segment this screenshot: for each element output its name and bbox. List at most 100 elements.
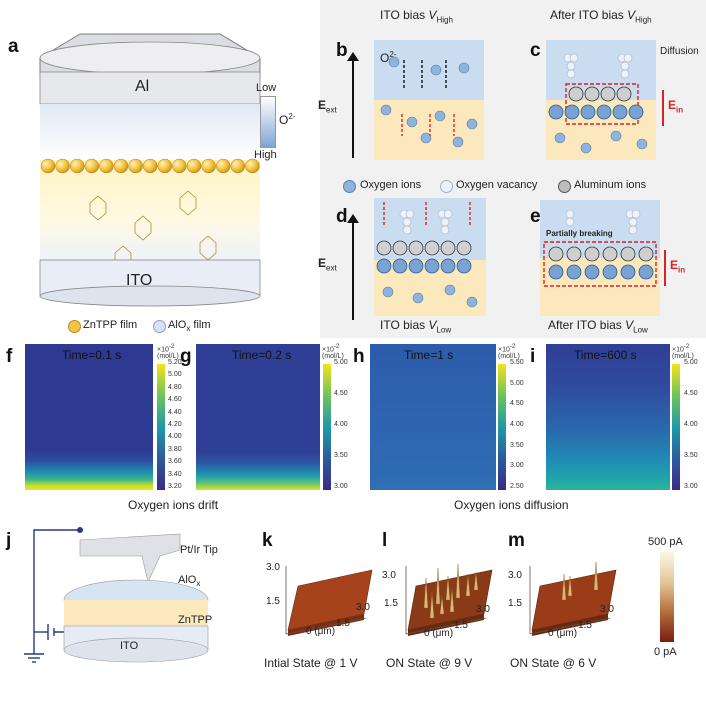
- field-arrowhead-b: [347, 52, 359, 61]
- m-axis-zero: 0 (μm): [548, 628, 578, 639]
- panel-label-m: m: [508, 530, 525, 551]
- znptt-molecule-ball: [201, 158, 216, 174]
- scale-low-label: Low: [256, 82, 277, 94]
- colorbar-tick-h: 2.50: [510, 483, 524, 490]
- diffusion-annotation: Diffusion: [660, 46, 699, 57]
- sim-title-h: Time=1 s: [404, 348, 454, 362]
- sim-title-g: Time=0.2 s: [232, 348, 292, 362]
- colorbar-tick-f: 4.00: [168, 433, 182, 441]
- caption-oxygen-diffusion: Oxygen ions diffusion: [454, 498, 569, 512]
- colorbar-tick-g: 5.00: [334, 359, 348, 366]
- field-arrow-d: [352, 220, 354, 320]
- sim-title-f: Time=0.1 s: [62, 348, 122, 362]
- panel-label-i: i: [530, 346, 536, 367]
- ion-drift-diagram-b: [374, 40, 484, 160]
- k-axis-x-mid: 1.5: [336, 618, 350, 629]
- ion-label-b: O2-: [380, 50, 397, 65]
- m-axis-x-mid: 1.5: [578, 620, 592, 631]
- colorbar-tick-h: 3.50: [510, 441, 524, 449]
- colorbar-ticks-i: 5.00 4.50 4.00 3.50 3.00: [684, 359, 706, 490]
- colorbar-tick-f: 3.20: [168, 483, 182, 490]
- colorbar-tick-f: 5.20: [168, 359, 182, 366]
- colorbar-i: [672, 364, 680, 490]
- device-stack-illustration: [39, 33, 261, 307]
- znptt-molecule-ball: [55, 158, 70, 174]
- afm-map-l: [405, 563, 493, 636]
- alox-legend-label: AlOx film: [168, 319, 211, 334]
- colorbar-h: [498, 364, 506, 490]
- k-axis-zero: 0 (μm): [306, 626, 336, 637]
- aluminum-ions-label: Aluminum ions: [574, 179, 647, 191]
- colorbar-tick-i: 4.50: [684, 390, 698, 397]
- panel-b-title: ITO bias VHigh: [380, 8, 453, 25]
- oxygen-vacancy-swatch: [440, 180, 453, 193]
- current-scale-max: 500 pA: [648, 536, 683, 548]
- alox-legend-swatch: [153, 320, 166, 333]
- colorbar-tick-g: 3.00: [334, 483, 348, 490]
- m-axis-x-end: 3.0: [600, 604, 614, 615]
- colorbar-tick-i: 5.00: [684, 359, 698, 366]
- znptt-molecule-ball: [113, 158, 129, 174]
- panel-e-title: After ITO bias VLow: [548, 318, 648, 335]
- colorbar-tick-g: 3.50: [334, 452, 348, 459]
- oxygen-ions-swatch: [343, 180, 356, 193]
- panel-label-k: k: [262, 530, 273, 551]
- colorbar-tick-i: 3.00: [684, 483, 698, 490]
- internal-field-arrow-e: [664, 250, 666, 286]
- sim-heatmap-h: [370, 344, 496, 490]
- caption-oxygen-drift: Oxygen ions drift: [128, 498, 219, 512]
- sim-title-i: Time=600 s: [574, 348, 637, 362]
- colorbar-tick-h: 5.00: [510, 379, 524, 387]
- l-axis-x-mid: 1.5: [454, 620, 468, 631]
- colorbar-tick-i: 4.00: [684, 421, 698, 428]
- oxygen-concentration-scale: [260, 96, 276, 148]
- colorbar-tick-h: 4.50: [510, 400, 524, 408]
- panel-c-title: After ITO bias VHigh: [550, 8, 652, 25]
- partial-breaking-diagram-e: [540, 200, 660, 316]
- colorbar-tick-f: 5.00: [168, 371, 182, 379]
- l-axis-zero: 0 (μm): [424, 628, 454, 639]
- panel-d-title: ITO bias VLow: [380, 318, 452, 335]
- colorbar-tick-f: 3.40: [168, 470, 182, 478]
- field-arrow-b: [352, 58, 354, 158]
- oxygen-ions-label: Oxygen ions: [360, 179, 422, 191]
- znptt-molecule-ball: [128, 158, 143, 174]
- panel-label-b: b: [336, 40, 348, 61]
- colorbar-unit-h: ×10-2(mol/L): [498, 344, 520, 361]
- caption-l: ON State @ 9 V: [386, 656, 473, 670]
- field-label-e: Ein: [670, 258, 686, 275]
- znptt-molecule-ball: [40, 158, 56, 174]
- znptt-molecule-ball: [99, 158, 114, 174]
- k-axis-mid: 1.5: [266, 596, 280, 607]
- colorbar-tick-g: 4.00: [334, 421, 348, 428]
- k-axis-top: 3.0: [266, 562, 280, 573]
- caption-m: ON State @ 6 V: [510, 656, 597, 670]
- colorbar-tick-f: 4.20: [168, 421, 182, 428]
- znptt-legend-swatch: [68, 320, 81, 333]
- colorbar-tick-f: 4.80: [168, 383, 182, 391]
- znptt-molecule-ball: [230, 158, 246, 174]
- colorbar-tick-i: 3.50: [684, 452, 698, 459]
- panel-label-a: a: [8, 36, 19, 57]
- panel-label-c: c: [530, 40, 541, 61]
- ito-label-j: ITO: [120, 640, 139, 652]
- panel-label-l: l: [382, 530, 388, 551]
- caption-k: Intial State @ 1 V: [264, 656, 358, 670]
- sim-heatmap-f: [25, 344, 153, 490]
- field-label-c: Ein: [668, 98, 684, 115]
- l-axis-x-end: 3.0: [476, 604, 490, 615]
- m-axis-top: 3.0: [508, 570, 522, 581]
- l-axis-mid: 1.5: [384, 598, 398, 609]
- znptt-label-j: ZnTPP: [178, 614, 213, 626]
- znptt-molecule-ball: [157, 158, 173, 174]
- current-scale-min: 0 pA: [654, 646, 677, 658]
- ion-drift-diagram-d: [374, 198, 486, 316]
- scale-species-label: O2-: [279, 112, 296, 127]
- panel-label-e: e: [530, 206, 541, 227]
- colorbar-f: [157, 364, 165, 490]
- panel-label-h: h: [353, 346, 365, 367]
- tip-label: Pt/Ir Tip: [180, 544, 218, 556]
- internal-field-arrow-c: [662, 90, 664, 126]
